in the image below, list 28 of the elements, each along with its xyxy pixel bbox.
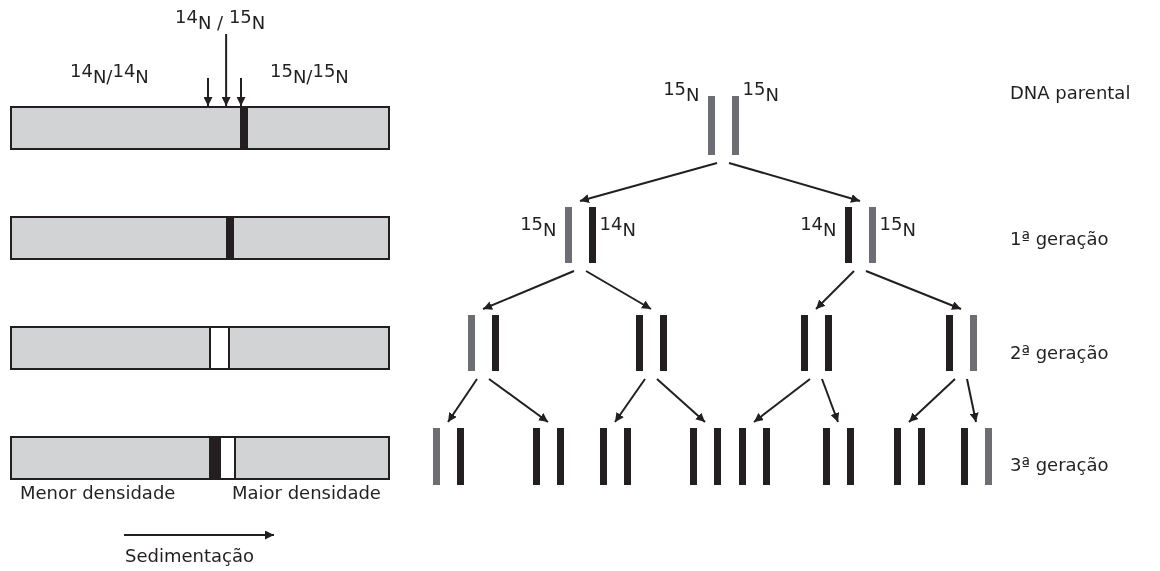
gradient-tube — [10, 436, 390, 480]
arrow — [821, 378, 840, 423]
row-label: 3ª geração — [1010, 454, 1109, 476]
row-label: 2ª geração — [1010, 342, 1109, 364]
gradient-tube — [10, 106, 390, 150]
axis-label: Sedimentação — [125, 545, 254, 567]
arrow — [447, 378, 478, 423]
arrow — [482, 270, 575, 310]
axis-end-label: Maior densidade — [232, 482, 381, 504]
arrow — [614, 378, 646, 423]
arrow — [488, 378, 549, 423]
arrow — [579, 162, 718, 203]
arrow — [908, 378, 956, 423]
arrow — [221, 33, 231, 107]
row-label: DNA parental — [1010, 82, 1131, 104]
arrow — [203, 77, 213, 107]
arrow — [585, 270, 652, 310]
arrow — [236, 77, 246, 107]
arrow — [966, 378, 979, 423]
row-label: 1ª geração — [1010, 228, 1109, 250]
arrow — [865, 270, 962, 310]
axis-end-label: Menor densidade — [20, 482, 176, 504]
arrow — [815, 270, 855, 310]
gradient-tube — [10, 326, 390, 370]
arrow — [753, 378, 811, 423]
arrow — [656, 378, 706, 423]
arrow — [728, 162, 861, 203]
gradient-tube — [10, 216, 390, 260]
